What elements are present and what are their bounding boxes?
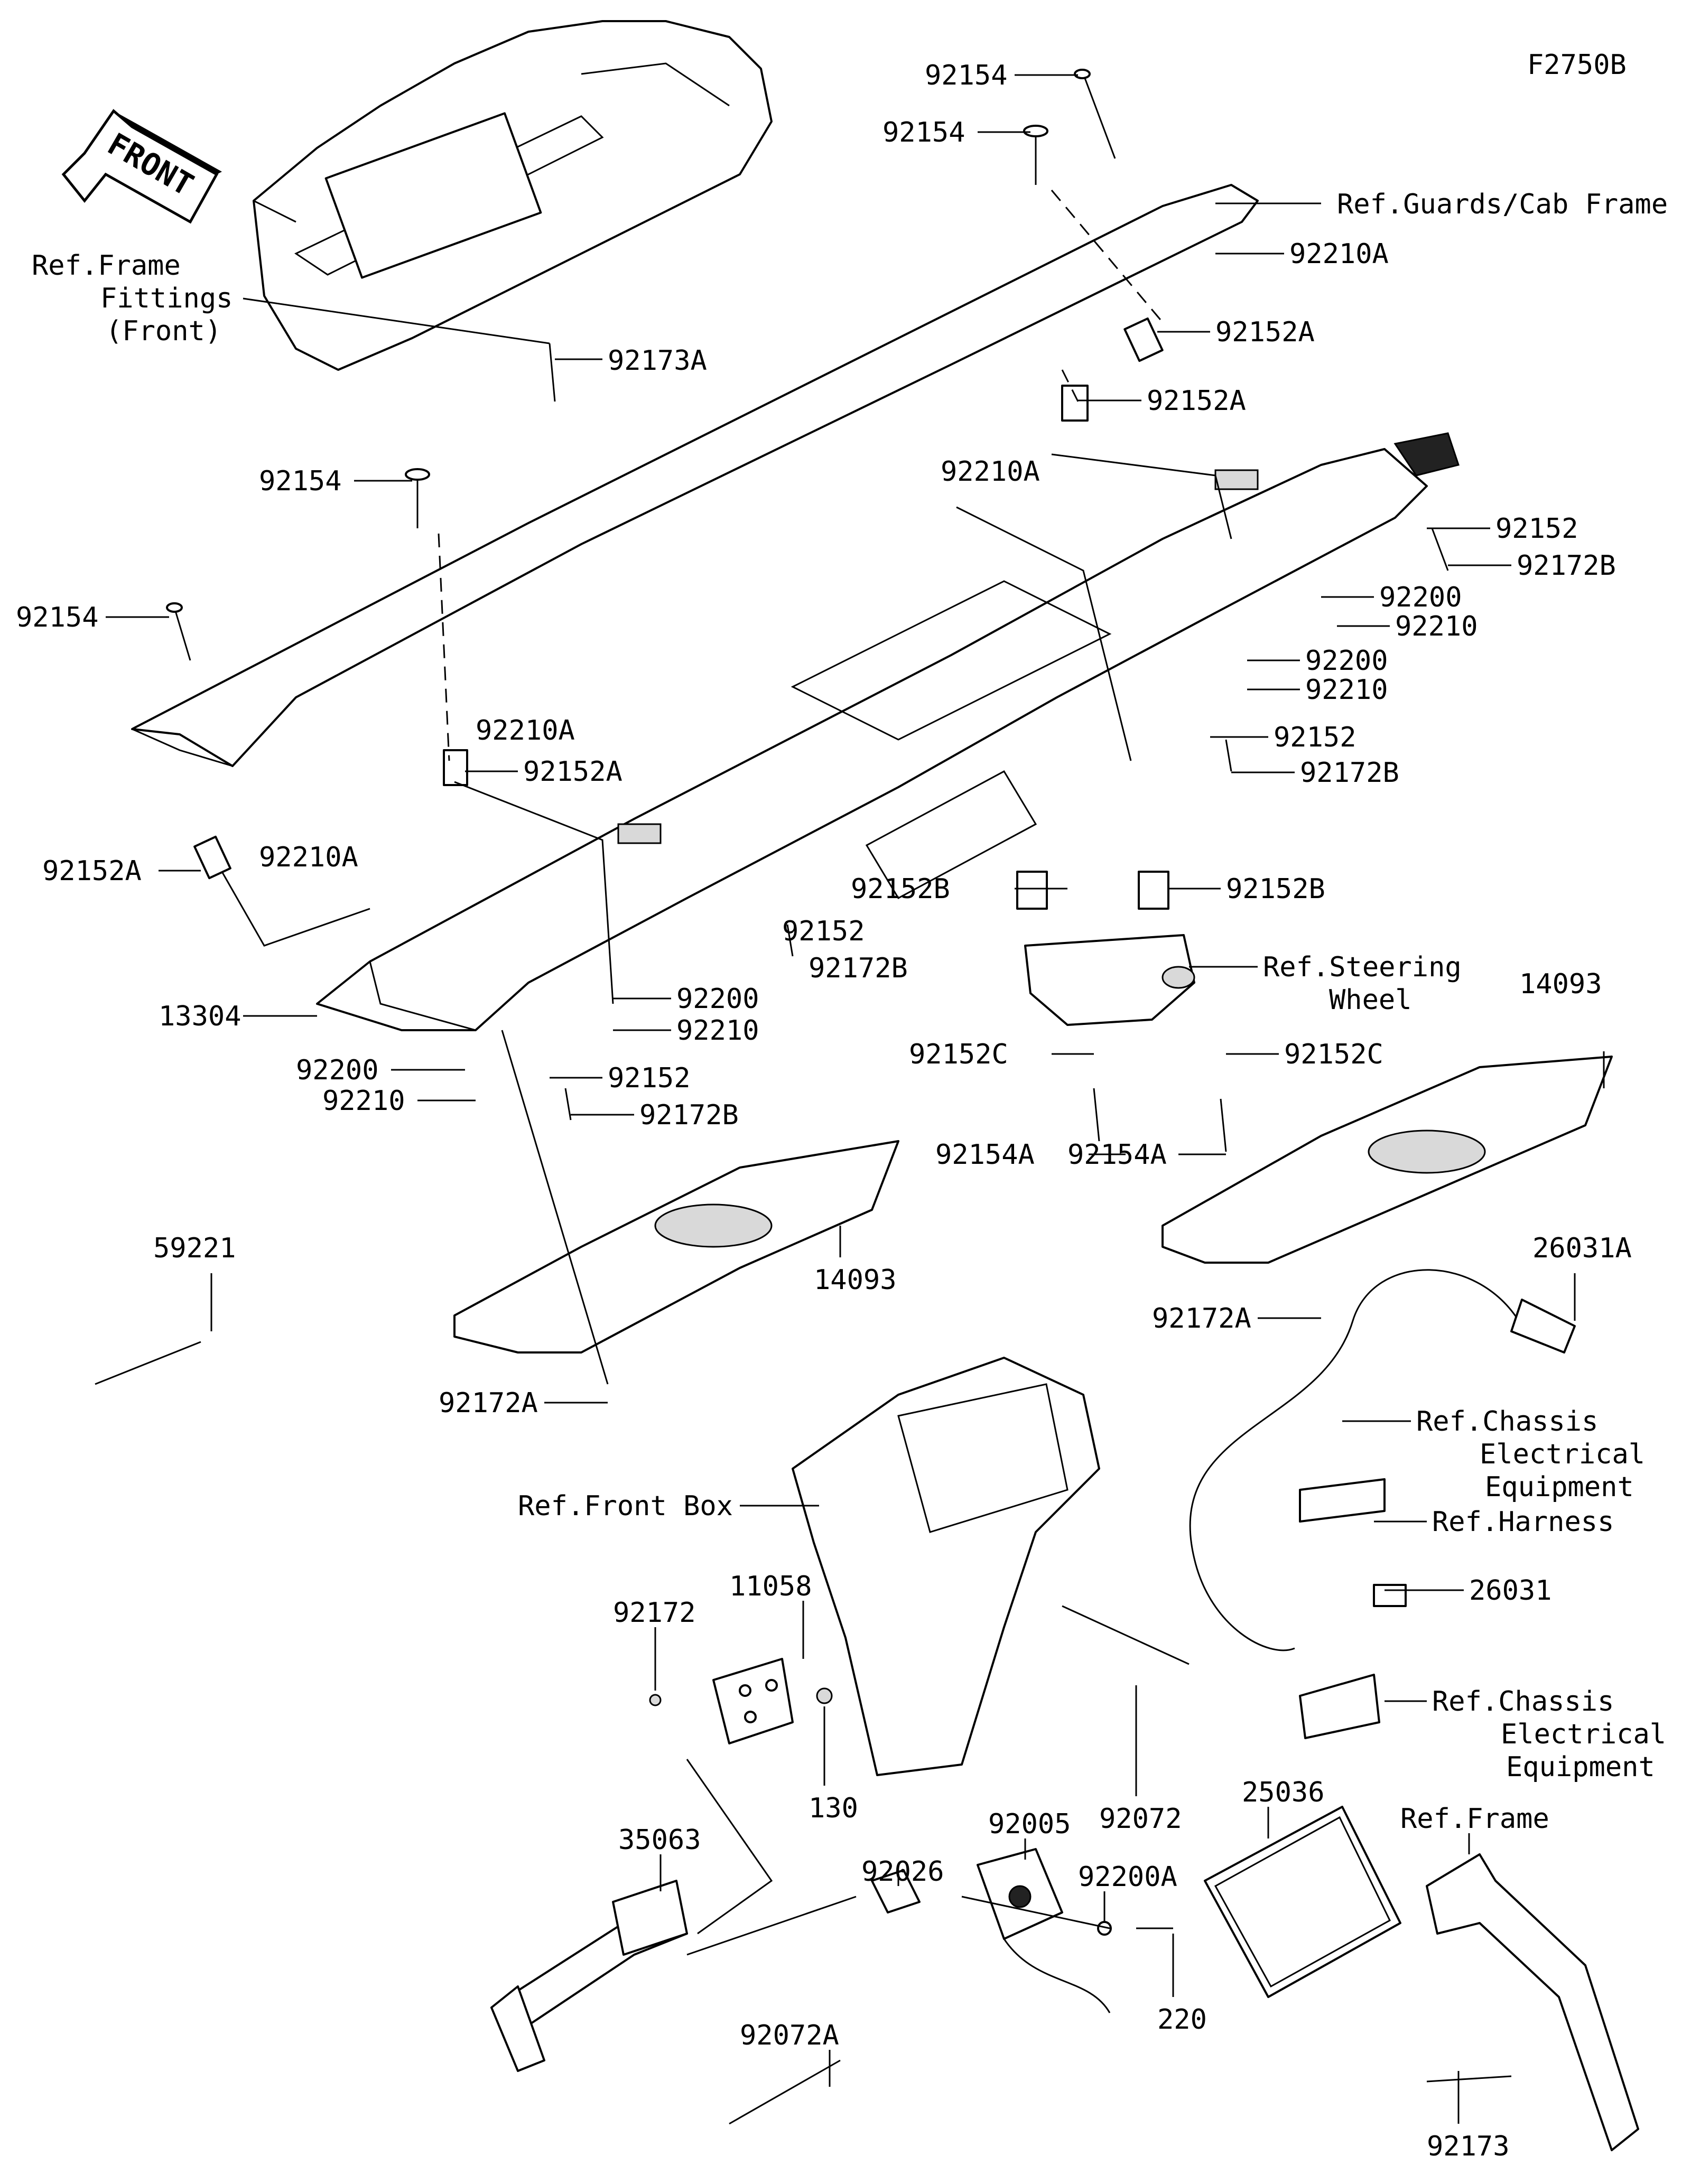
callout-92210A: 92210A <box>1289 238 1389 270</box>
callout-ref-chassis-electrical: Equipment <box>1485 1471 1634 1503</box>
callout-ref-frame: Ref.Frame <box>1400 1803 1549 1835</box>
callout-ref-steering-wheel: Ref.Steering <box>1263 951 1462 983</box>
steering-wheel-ref <box>1024 934 1195 1026</box>
callout-92152A: 92152A <box>1215 316 1315 348</box>
callout-ref-chassis-electrical: Ref.Chassis <box>1432 1686 1614 1718</box>
callout-ref-frame-fittings: (Front) <box>106 315 221 347</box>
callout-92200: 92200 <box>676 983 759 1015</box>
callout-92072A: 92072A <box>740 2020 839 2051</box>
callout-92152B: 92152B <box>1226 873 1325 905</box>
callout-labels: 92154 92154 Ref.Guards/Cab Frame 92210A … <box>16 60 1668 2162</box>
callout-92172: 92172 <box>613 1597 696 1629</box>
bracket-11058 <box>649 1658 833 1744</box>
frame-fittings-front <box>253 20 773 371</box>
panel-25036 <box>1204 1806 1401 1998</box>
callout-92210A: 92210A <box>476 715 575 746</box>
assembly-lines <box>221 190 1232 1956</box>
callout-92152A: 92152A <box>42 855 142 887</box>
callout-92152: 92152 <box>782 916 865 947</box>
callout-92152A: 92152A <box>523 756 622 788</box>
callout-92152A: 92152A <box>1147 385 1246 417</box>
callout-ref-harness: Ref.Harness <box>1432 1506 1614 1538</box>
callout-92173: 92173 <box>1427 2131 1510 2162</box>
callout-92210: 92210 <box>1305 674 1388 706</box>
callout-25036: 25036 <box>1242 1777 1325 1808</box>
callout-ref-frame-fittings: Fittings <box>100 283 233 314</box>
callout-92210: 92210 <box>322 1085 405 1117</box>
callout-92210: 92210 <box>676 1015 759 1047</box>
callout-92154: 92154 <box>259 465 342 497</box>
callout-92172B: 92172B <box>1300 757 1399 789</box>
callout-92152: 92152 <box>1495 513 1578 545</box>
floor-mat-14093-left <box>453 1140 899 1354</box>
callout-92173A: 92173A <box>608 345 707 377</box>
frame-ref-lower <box>1426 1853 1639 2151</box>
callout-92172B: 92172B <box>639 1099 739 1131</box>
callout-92152: 92152 <box>608 1062 691 1094</box>
callout-13304: 13304 <box>159 1001 241 1032</box>
guards-cab-frame <box>131 184 1259 767</box>
callout-92152C: 92152C <box>909 1039 1008 1070</box>
callout-92152C: 92152C <box>1284 1039 1383 1070</box>
callout-92172B: 92172B <box>1517 550 1616 582</box>
callout-ref-steering-wheel: Wheel <box>1329 984 1412 1016</box>
callout-14093: 14093 <box>814 1264 897 1296</box>
floor-mat-14093-right <box>1162 1056 1613 1264</box>
callout-26031: 26031 <box>1469 1575 1552 1607</box>
callout-ref-front-box: Ref.Front Box <box>518 1490 733 1522</box>
callout-92210: 92210 <box>1395 611 1478 642</box>
callout-92210A: 92210A <box>259 842 358 873</box>
callout-92200: 92200 <box>1379 582 1462 613</box>
callout-92200A: 92200A <box>1078 1861 1177 1893</box>
callout-92152: 92152 <box>1274 722 1356 753</box>
callout-92200: 92200 <box>296 1054 379 1086</box>
figure-code: F2750B <box>1527 49 1627 81</box>
callout-92172A: 92172A <box>439 1387 538 1419</box>
callout-92172B: 92172B <box>809 953 908 984</box>
callout-92172A: 92172A <box>1152 1303 1251 1334</box>
front-arrow-icon: FRONT <box>61 109 222 224</box>
fasteners <box>95 69 1512 2125</box>
callout-ref-chassis-electrical: Electrical <box>1501 1719 1666 1750</box>
callout-92154: 92154 <box>925 60 1008 91</box>
callout-92026: 92026 <box>861 1856 944 1888</box>
callout-59221: 59221 <box>153 1233 236 1264</box>
callout-92210A: 92210A <box>941 456 1040 488</box>
callout-92154: 92154 <box>16 602 99 633</box>
front-box-ref <box>792 1357 1100 1776</box>
callout-130: 130 <box>809 1793 858 1824</box>
callout-ref-guards-cab-frame: Ref.Guards/Cab Frame <box>1337 189 1668 220</box>
wiring-harness <box>1189 1269 1576 1739</box>
unit-92005 <box>871 1848 1111 2013</box>
callout-92072: 92072 <box>1099 1803 1182 1835</box>
callout-11058: 11058 <box>729 1571 812 1602</box>
callout-92154A: 92154A <box>1067 1139 1167 1171</box>
callout-14093: 14093 <box>1519 968 1602 1000</box>
callout-ref-chassis-electrical: Equipment <box>1506 1751 1655 1783</box>
callout-92152B: 92152B <box>851 873 950 905</box>
callout-92005: 92005 <box>988 1808 1071 1840</box>
callout-92154: 92154 <box>882 117 965 148</box>
callout-ref-frame-fittings: Ref.Frame <box>32 250 181 282</box>
leaders <box>106 74 1605 2124</box>
callout-ref-chassis-electrical: Ref.Chassis <box>1416 1406 1598 1438</box>
callout-35063: 35063 <box>618 1824 701 1856</box>
callout-92154A: 92154A <box>935 1139 1035 1171</box>
callout-26031A: 26031A <box>1532 1233 1632 1264</box>
callout-ref-chassis-electrical: Electrical <box>1480 1439 1645 1470</box>
dash-panel-13304 <box>316 432 1460 1031</box>
stay-35063 <box>490 1880 688 2072</box>
callout-220: 220 <box>1157 2004 1207 2036</box>
callout-92200: 92200 <box>1305 645 1388 677</box>
